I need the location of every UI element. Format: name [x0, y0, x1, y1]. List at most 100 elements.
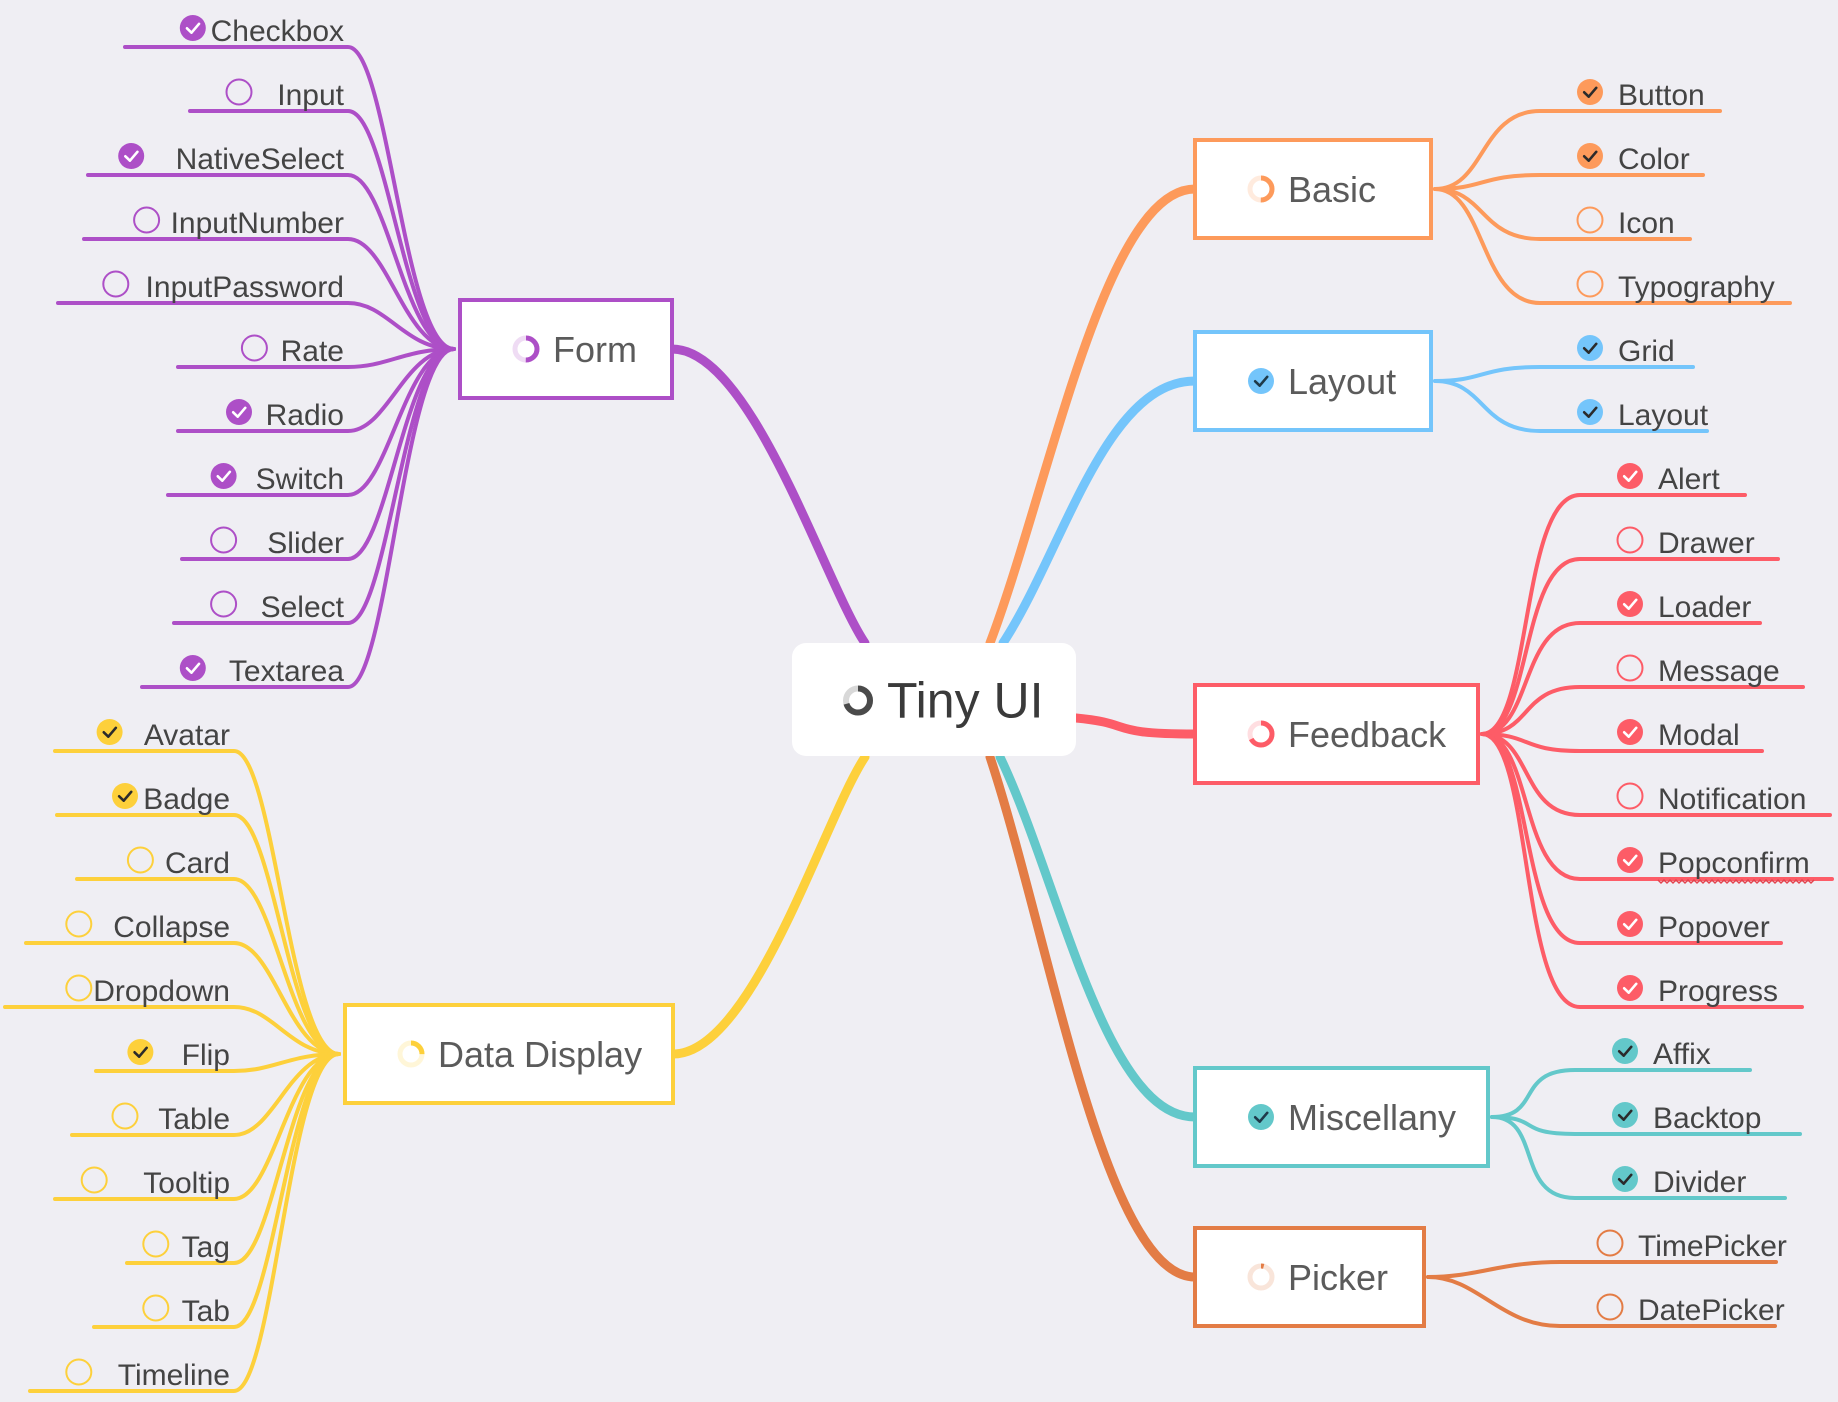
check-circle-icon[interactable] [1617, 591, 1643, 617]
empty-circle-icon[interactable] [225, 78, 253, 106]
leaf-popover[interactable]: Popover [1617, 911, 1770, 944]
root-node[interactable]: Tiny UI [792, 643, 1076, 756]
leaf-radio[interactable]: Radio [226, 399, 344, 432]
empty-circle-icon[interactable] [1616, 526, 1644, 554]
check-circle-icon[interactable] [210, 463, 237, 489]
empty-circle-icon[interactable] [142, 1230, 170, 1258]
empty-circle-icon[interactable] [1596, 1293, 1624, 1321]
leaf-nativeselect[interactable]: NativeSelect [118, 143, 345, 176]
leaf-badge[interactable]: Badge [112, 783, 230, 816]
leaf-divider[interactable]: Divider [1612, 1166, 1746, 1199]
check-circle-icon[interactable] [1577, 399, 1603, 425]
leaf-loader[interactable]: Loader [1617, 591, 1751, 624]
empty-circle-icon[interactable] [210, 590, 238, 618]
leaf-select[interactable]: Select [210, 590, 345, 624]
check-circle-icon[interactable] [1617, 911, 1643, 937]
empty-circle-icon[interactable] [210, 526, 238, 554]
branch-node-basic[interactable]: Basic [1193, 138, 1433, 240]
check-circle-icon[interactable] [1612, 1038, 1638, 1064]
leaf-flip[interactable]: Flip [127, 1039, 230, 1072]
leaf-layout[interactable]: Layout [1577, 399, 1709, 432]
check-circle-icon[interactable] [1617, 975, 1643, 1001]
leaf-avatar[interactable]: Avatar [96, 719, 230, 752]
leaf-grid[interactable]: Grid [1577, 335, 1675, 368]
leaf-connector [1433, 187, 1692, 241]
leaf-inputpassword[interactable]: InputPassword [102, 270, 344, 304]
empty-circle-icon[interactable] [65, 910, 93, 938]
check-circle-icon[interactable] [1577, 143, 1603, 169]
branch-label-basic: Basic [1288, 169, 1376, 210]
empty-circle-icon[interactable] [126, 846, 154, 874]
leaf-checkbox[interactable]: Checkbox [179, 15, 344, 48]
leaf-notification[interactable]: Notification [1616, 782, 1807, 816]
check-circle-icon[interactable] [1617, 847, 1643, 873]
leaf-popconfirm[interactable]: Popconfirm [1617, 847, 1815, 885]
leaf-tooltip[interactable]: Tooltip [80, 1166, 230, 1200]
leaf-inputnumber[interactable]: InputNumber [133, 206, 344, 240]
leaf-rate[interactable]: Rate [240, 334, 344, 368]
empty-circle-icon[interactable] [142, 1294, 170, 1322]
check-circle-icon[interactable] [1617, 719, 1643, 745]
leaf-timepicker[interactable]: TimePicker [1596, 1229, 1787, 1263]
branch-node-form[interactable]: Form [458, 298, 674, 400]
leaf-input[interactable]: Input [225, 78, 345, 112]
empty-circle-icon[interactable] [111, 1102, 139, 1130]
check-circle-icon[interactable] [112, 783, 138, 809]
leaf-label: Popover [1658, 911, 1770, 944]
empty-circle-icon[interactable] [65, 1358, 93, 1386]
branch-node-picker[interactable]: Picker [1193, 1226, 1426, 1328]
leaf-label: Radio [266, 399, 344, 432]
empty-circle-icon[interactable] [1616, 782, 1644, 810]
leaf-textarea[interactable]: Textarea [179, 655, 345, 688]
leaf-typography[interactable]: Typography [1576, 270, 1775, 304]
empty-circle-icon[interactable] [80, 1166, 108, 1194]
check-circle-icon[interactable] [179, 15, 206, 41]
empty-circle-icon[interactable] [65, 974, 93, 1002]
leaf-dropdown[interactable]: Dropdown [65, 974, 230, 1008]
leaf-connector [1433, 365, 1695, 383]
leaf-table[interactable]: Table [111, 1102, 231, 1136]
check-circle-icon[interactable] [127, 1039, 154, 1065]
leaf-label: Input [277, 79, 344, 112]
leaf-modal[interactable]: Modal [1617, 719, 1740, 752]
leaf-affix[interactable]: Affix [1612, 1038, 1711, 1071]
leaf-color[interactable]: Color [1577, 143, 1690, 176]
empty-circle-icon[interactable] [1576, 270, 1604, 298]
leaf-switch[interactable]: Switch [210, 463, 344, 496]
branch-node-data-display[interactable]: Data Display [343, 1003, 675, 1105]
leaf-collapse[interactable]: Collapse [65, 910, 230, 944]
empty-circle-icon[interactable] [133, 206, 161, 234]
branch-node-feedback[interactable]: Feedback [1193, 683, 1480, 785]
check-circle-icon[interactable] [1577, 335, 1603, 361]
check-circle-icon[interactable] [96, 719, 123, 745]
leaf-card[interactable]: Card [126, 846, 230, 880]
leaf-tab[interactable]: Tab [142, 1294, 230, 1328]
leaf-button[interactable]: Button [1577, 79, 1705, 112]
empty-circle-icon[interactable] [1576, 206, 1604, 234]
leaf-backtop[interactable]: Backtop [1612, 1102, 1761, 1135]
leaf-icon[interactable]: Icon [1576, 206, 1675, 240]
leaf-message[interactable]: Message [1616, 654, 1780, 688]
branch-node-miscellany[interactable]: Miscellany [1193, 1066, 1490, 1168]
leaf-drawer[interactable]: Drawer [1616, 526, 1755, 560]
leaf-tag[interactable]: Tag [142, 1230, 230, 1264]
check-circle-icon[interactable] [1612, 1102, 1638, 1128]
empty-circle-icon[interactable] [102, 270, 130, 298]
leaf-connector [94, 1052, 341, 1073]
check-circle-icon[interactable] [118, 143, 145, 169]
check-circle-icon[interactable] [226, 399, 252, 425]
check-circle-icon[interactable] [1617, 463, 1643, 489]
check-circle-icon[interactable] [1612, 1166, 1638, 1192]
branch-node-layout[interactable]: Layout [1193, 330, 1433, 432]
leaf-alert[interactable]: Alert [1617, 463, 1720, 496]
empty-circle-icon[interactable] [1616, 654, 1644, 682]
empty-circle-icon[interactable] [1596, 1229, 1624, 1257]
leaf-timeline[interactable]: Timeline [65, 1358, 230, 1392]
check-circle-icon[interactable] [179, 655, 206, 681]
check-circle-icon[interactable] [1577, 79, 1603, 105]
empty-circle-icon[interactable] [240, 334, 268, 362]
leaf-progress[interactable]: Progress [1617, 975, 1778, 1008]
leaf-slider[interactable]: Slider [210, 526, 344, 560]
leaf-label: Tag [182, 1231, 230, 1264]
leaf-datepicker[interactable]: DatePicker [1596, 1293, 1785, 1327]
